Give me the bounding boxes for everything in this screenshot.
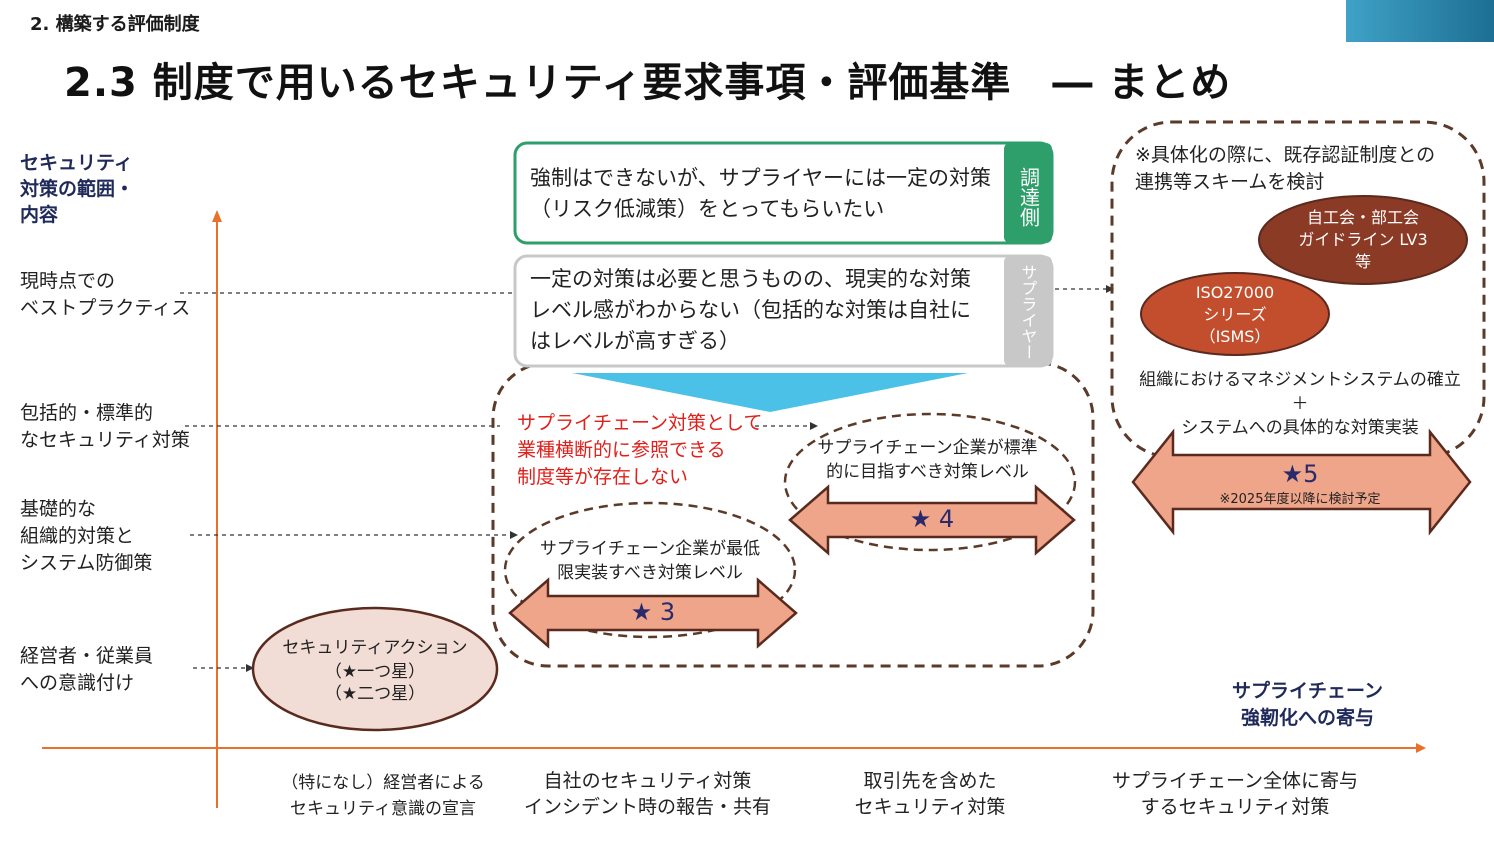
y-axis-label: セキュリティ 対策の範囲・ 内容: [20, 152, 135, 226]
star4-label: サプライチェーン企業が標準 的に目指すべき対策レベル: [817, 438, 1038, 482]
y-axis-arrowhead: [212, 210, 222, 222]
procurement-box-text: 強制はできないが、サプライヤーには一定の対策 （リスク低減策）をとってもらいたい: [530, 166, 991, 221]
security-action-line2: （★一つ星）: [324, 662, 426, 682]
supplier-tag: サプライヤー: [1018, 264, 1038, 360]
funnel-triangle: [572, 373, 968, 412]
x-category-2: 自社のセキュリティ対策 インシデント時の報告・共有: [523, 770, 771, 818]
star3-arrow: [508, 577, 798, 649]
connector-arrowhead-star5: [1106, 285, 1114, 293]
header-accent-bar: [1346, 0, 1494, 42]
level-standard: 包括的・標準的 なセキュリティ対策: [20, 402, 190, 451]
star4-rating: ★ 4: [909, 505, 955, 533]
star5-region: [1110, 120, 1486, 459]
x-category-3: 取引先を含めた セキュリティ対策: [854, 770, 1006, 818]
section-label: 2. 構築する評価制度: [30, 14, 200, 35]
star5-rating: ★5: [1281, 460, 1319, 488]
x-axis-arrowhead: [1416, 743, 1426, 753]
x-axis-label: サプライチェーン 強靭化への寄与: [1232, 680, 1384, 729]
star3-label: サプライチェーン企業が最低 限実装すべき対策レベル: [539, 539, 761, 583]
cert-iso-ellipse: [1140, 272, 1330, 356]
security-action-ellipse: [251, 606, 499, 732]
level-best-practice: 現時点での ベストプラクティス: [20, 270, 191, 319]
cert-jama-ellipse: [1258, 195, 1468, 285]
gap-note: サプライチェーン対策として 業種横断的に参照できる 制度等が存在しない: [517, 412, 763, 488]
star5-note: ※具体化の際に、既存認証制度との 連携等スキームを検討: [1135, 144, 1436, 193]
cert-iso-text: ISO27000 シリーズ （ISMS）: [1195, 283, 1275, 346]
procurement-tag: 調達側: [1016, 167, 1041, 227]
star3-ellipse: [503, 501, 797, 639]
connector-arrowhead-awareness: [246, 664, 254, 672]
cert-jama-text: 自工会・部工会 ガイドライン LV3 等: [1298, 208, 1428, 271]
x-category-4: サプライチェーン全体に寄与 するセキュリティ対策: [1111, 770, 1359, 818]
star4-ellipse: [783, 412, 1077, 552]
connector-arrowhead-basic: [510, 531, 518, 539]
supplier-tag-bg: [1004, 256, 1052, 366]
supplier-box-text: 一定の対策は必要と思うものの、現実的な対策 レベル感がわからない（包括的な対策は…: [530, 267, 971, 353]
star5-mgmt-text: 組織におけるマネジメントシステムの確立 ＋ システムへの具体的な対策実装: [1139, 370, 1461, 438]
security-action-line1: セキュリティアクション: [282, 638, 468, 658]
star4-arrow: [788, 484, 1076, 556]
star3-rating: ★ 3: [630, 598, 676, 626]
star5-schedule-note: ※2025年度以降に検討予定: [1219, 492, 1381, 507]
level-awareness: 経営者・従業員 への意識付け: [20, 645, 154, 694]
page-title: 2.3 制度で用いるセキュリティ要求事項・評価基準 ― まとめ: [64, 60, 1232, 106]
connector-arrowhead-star4: [810, 422, 818, 430]
star5-arrow: [1131, 428, 1472, 536]
x-category-1: （特になし）経営者による セキュリティ意識の宣言: [281, 773, 485, 819]
level-basic: 基礎的な 組織的対策と システム防御策: [20, 498, 153, 574]
security-action-line3: （★二つ星）: [324, 684, 426, 704]
procurement-tag-bg: [1004, 143, 1052, 243]
